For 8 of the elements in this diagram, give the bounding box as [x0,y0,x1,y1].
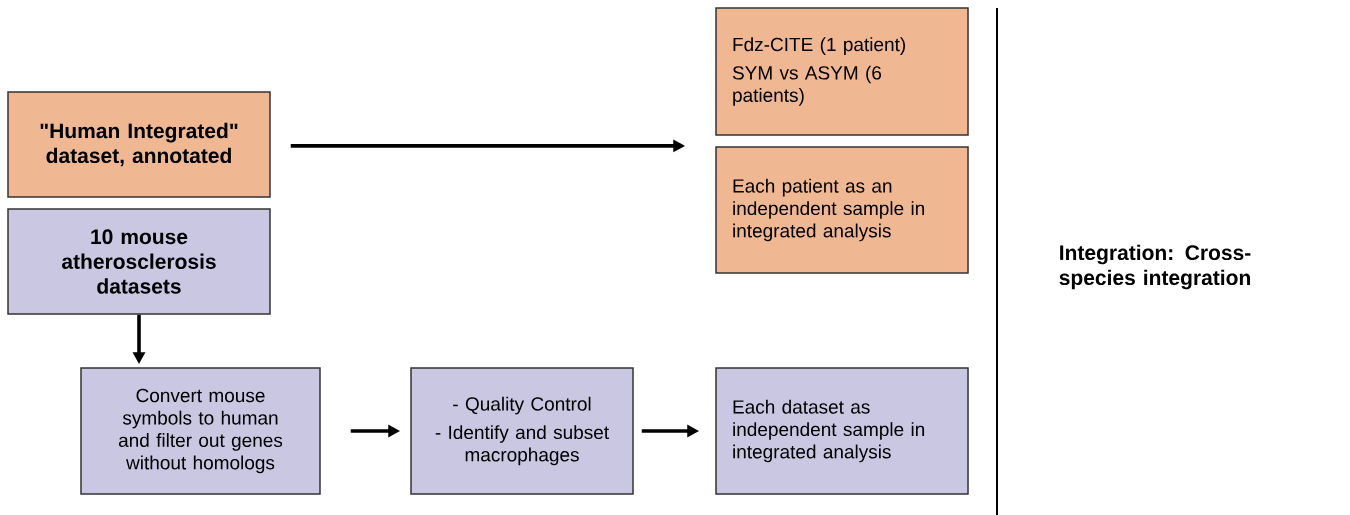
process-box: 10 mouse atherosclerosis datasets [7,208,271,315]
process-box: - Quality Control - Identify and subset macrophages [410,367,634,495]
process-box: Each dataset as independent sample in integrated analysis [715,367,969,495]
side-heading: Integration: Cross-species integration [1059,244,1251,290]
process-box: Fdz-CITE (1 patient) SYM vs ASYM (6 patients) [715,7,969,136]
process-box: Convert mouse symbols to human and filter out genes without homologs [80,367,321,495]
process-box: Each patient as an independent sample in integrated analysis [715,146,969,274]
process-box: "Human Integrated" dataset, annotated [7,91,271,198]
